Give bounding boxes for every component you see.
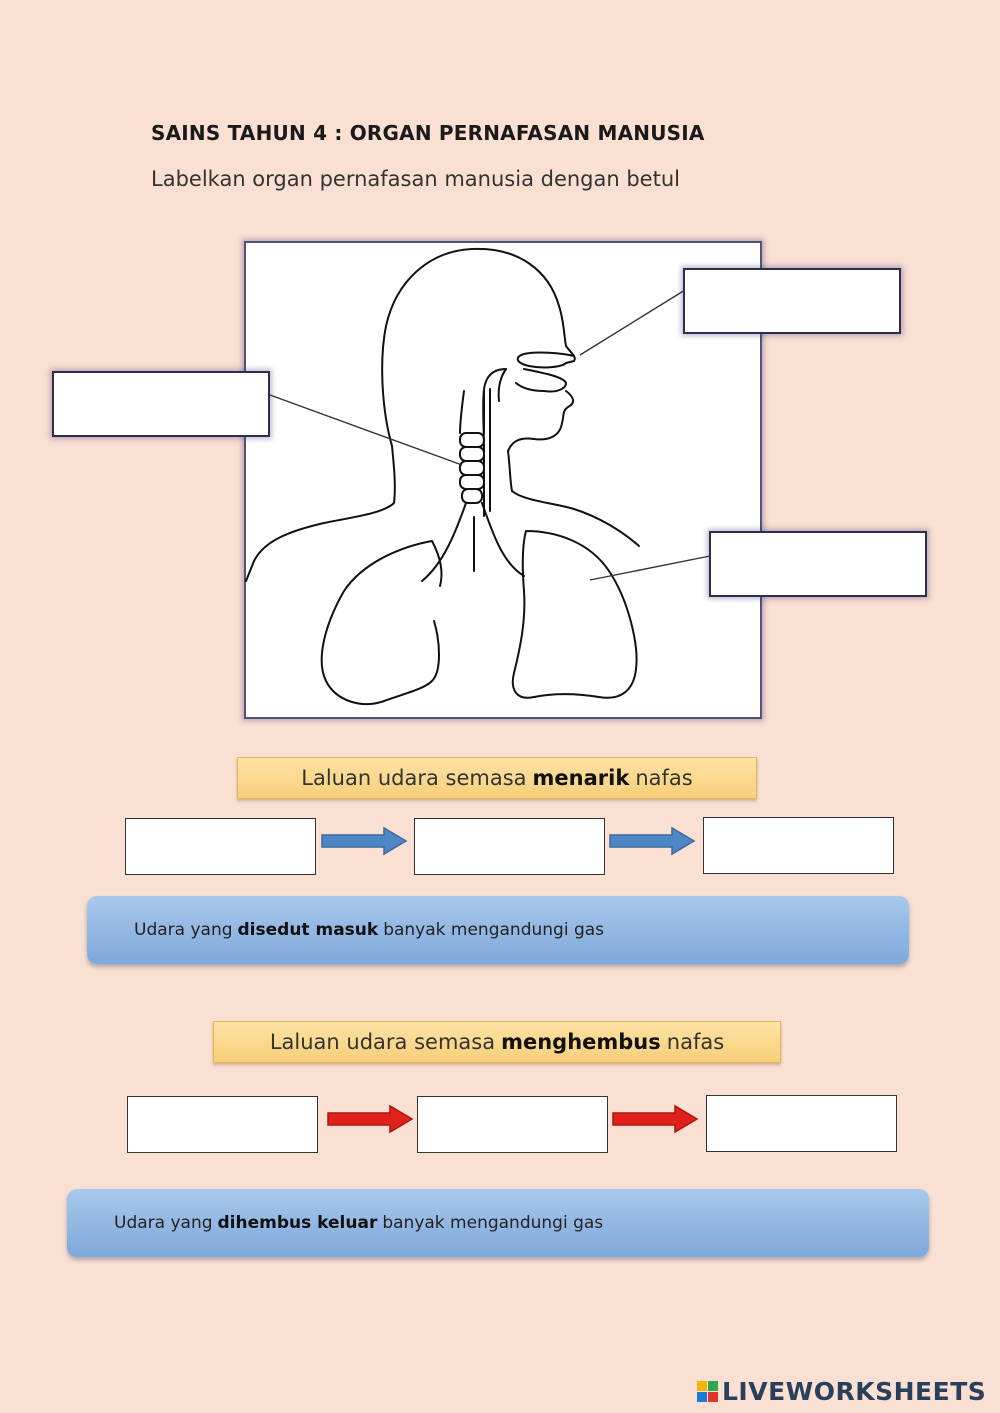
inhale-heading-prefix: Laluan udara semasa	[301, 766, 527, 790]
label-box-lungs[interactable]	[709, 531, 927, 597]
exhale-heading-bold: menghembus	[501, 1030, 661, 1054]
label-box-trachea[interactable]	[52, 371, 270, 437]
exhale-heading-prefix: Laluan udara semasa	[269, 1030, 496, 1054]
inhale-heading-suffix: nafas	[635, 766, 693, 790]
inhale-heading-bold: menarik	[532, 766, 630, 790]
exhale-heading: Laluan udara semasa menghembus nafas	[213, 1021, 781, 1063]
liveworksheets-logo-icon	[697, 1380, 719, 1403]
page-title: SAINS TAHUN 4 : ORGAN PERNAFASAN MANUSIA	[151, 121, 705, 145]
inhale-arrow-1-icon	[321, 826, 408, 856]
exhale-step-3-box[interactable]	[706, 1095, 897, 1152]
exhale-arrow-1-icon	[327, 1104, 414, 1134]
inhale-step-3-box[interactable]	[703, 817, 894, 874]
exhale-info-prefix: Udara yang	[114, 1213, 213, 1233]
inhale-info-suffix: banyak mengandungi gas	[383, 920, 605, 940]
label-box-nose[interactable]	[683, 268, 901, 334]
exhale-info-bar: Udara yang dihembus keluar banyak mengan…	[67, 1189, 929, 1257]
exhale-step-2-box[interactable]	[417, 1096, 608, 1153]
inhale-step-1-box[interactable]	[125, 818, 316, 875]
exhale-arrow-2-icon	[612, 1104, 699, 1134]
inhale-arrow-2-icon	[609, 826, 696, 856]
exhale-heading-suffix: nafas	[666, 1030, 725, 1054]
exhale-info-bold: dihembus keluar	[217, 1213, 378, 1233]
inhale-info-bold: disedut masuk	[237, 920, 379, 940]
inhale-step-2-box[interactable]	[414, 818, 605, 875]
liveworksheets-wordmark: LIVEWORKSHEETS	[722, 1377, 987, 1406]
inhale-info-bar: Udara yang disedut masuk banyak mengandu…	[87, 896, 909, 964]
liveworksheets-brand: LIVEWORKSHEETS	[697, 1377, 986, 1406]
inhale-heading: Laluan udara semasa menarik nafas	[237, 757, 757, 799]
inhale-info-prefix: Udara yang	[134, 920, 233, 940]
instruction-text: Labelkan organ pernafasan manusia dengan…	[151, 167, 680, 191]
exhale-info-suffix: banyak mengandungi gas	[382, 1213, 604, 1233]
exhale-step-1-box[interactable]	[127, 1096, 318, 1153]
